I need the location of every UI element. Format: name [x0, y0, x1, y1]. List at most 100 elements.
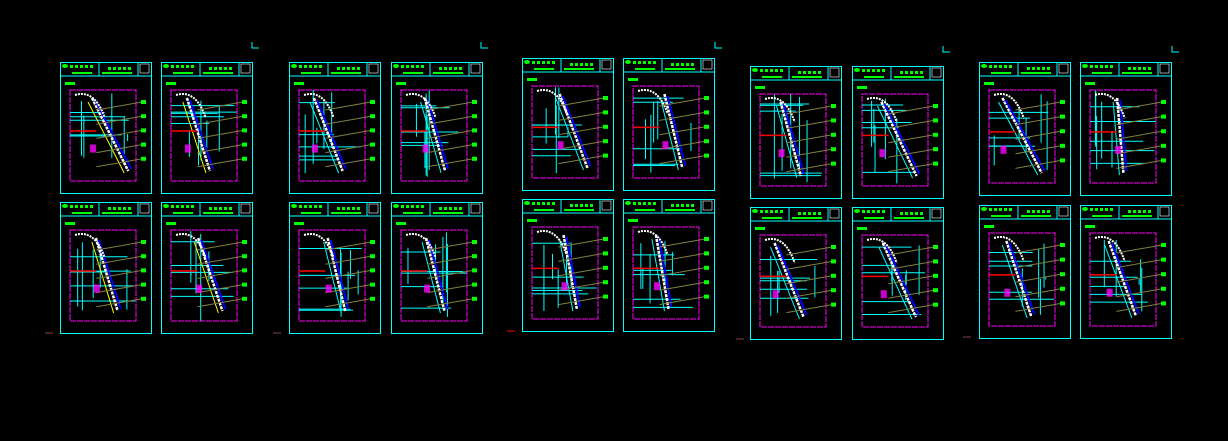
logo-icon — [752, 209, 758, 213]
callout-balloon — [370, 254, 375, 259]
section-detail — [531, 85, 608, 179]
drawing-sheet[interactable] — [391, 202, 483, 334]
callout-balloon — [603, 251, 608, 256]
title-block — [1080, 62, 1171, 77]
callout-balloon — [933, 259, 938, 264]
callout-balloon — [370, 142, 375, 147]
logo-icon — [1082, 64, 1088, 68]
callout-balloon — [704, 110, 709, 115]
sheet-group — [963, 46, 1179, 339]
callout-balloon — [242, 240, 247, 244]
sheet-frame — [522, 199, 614, 332]
callout-balloon — [242, 156, 247, 161]
callout-balloon — [704, 280, 709, 285]
drawing-sheet[interactable] — [979, 62, 1071, 196]
drawing-sheet[interactable] — [60, 202, 152, 334]
logo-icon — [62, 64, 68, 68]
drawing-sheet[interactable] — [161, 202, 253, 334]
logo-icon — [393, 204, 399, 208]
logo-icon — [291, 64, 297, 68]
callout-balloon — [831, 245, 836, 249]
title-block — [289, 62, 380, 77]
callout-balloon — [831, 132, 836, 137]
sheet-label — [166, 222, 176, 225]
logo-icon — [981, 207, 987, 211]
callout-balloon — [1161, 272, 1166, 277]
sheet-label — [984, 225, 994, 228]
callout-balloon — [370, 100, 375, 104]
callout-balloon — [933, 273, 938, 278]
drawing-sheet[interactable] — [522, 58, 614, 191]
callout-balloon — [370, 114, 375, 119]
callout-balloon — [831, 288, 836, 293]
drawing-sheet[interactable] — [623, 199, 715, 332]
callout-balloon — [704, 265, 709, 270]
ucs-corner-mark — [942, 46, 950, 53]
callout-balloon — [603, 237, 608, 241]
sheet-frame — [289, 62, 381, 194]
title-block — [750, 207, 841, 222]
sheet-label — [628, 219, 638, 222]
callout-balloon — [1161, 158, 1166, 163]
callout-balloon — [704, 237, 709, 241]
callout-balloon — [603, 265, 608, 270]
sheet-frame — [623, 199, 715, 332]
callout-balloon — [1060, 272, 1065, 277]
section-detail — [632, 85, 709, 179]
callout-balloon — [370, 282, 375, 287]
title-block — [979, 205, 1070, 220]
title-block — [979, 62, 1070, 77]
drawing-sheet[interactable] — [750, 66, 842, 199]
callout-balloon — [1161, 257, 1166, 262]
drawing-sheet[interactable] — [1080, 62, 1172, 196]
callout-balloon — [831, 161, 836, 166]
drawing-sheet[interactable] — [391, 62, 483, 194]
callout-balloon — [141, 100, 146, 104]
drawing-sheet[interactable] — [852, 66, 944, 199]
callout-balloon — [704, 96, 709, 100]
drawing-sheet[interactable] — [1080, 205, 1172, 339]
drawing-sheet[interactable] — [60, 62, 152, 194]
title-block — [60, 62, 151, 77]
callout-balloon — [141, 254, 146, 259]
sheet-label — [755, 227, 765, 230]
callout-balloon — [933, 161, 938, 166]
callout-balloon — [242, 142, 247, 147]
logo-icon — [524, 201, 530, 205]
sheet-frame — [750, 207, 842, 340]
drawing-sheet[interactable] — [979, 205, 1071, 339]
callout-balloon — [472, 114, 477, 119]
logo-icon — [524, 60, 530, 64]
ucs-corner-mark — [251, 42, 259, 49]
sheet-frame — [1080, 205, 1172, 339]
callout-balloon — [141, 114, 146, 119]
title-block — [391, 202, 482, 217]
drawing-sheet[interactable] — [289, 202, 381, 334]
callout-balloon — [704, 251, 709, 256]
drawing-sheet[interactable] — [852, 207, 944, 340]
callout-balloon — [472, 296, 477, 301]
callout-balloon — [1060, 286, 1065, 291]
callout-balloon — [472, 282, 477, 287]
callout-balloon — [141, 268, 146, 273]
title-block — [522, 199, 613, 214]
drawing-sheet[interactable] — [161, 62, 253, 194]
callout-balloon — [933, 104, 938, 108]
sheet-label — [65, 222, 75, 225]
drawing-sheet[interactable] — [623, 58, 715, 191]
section-detail — [69, 89, 146, 182]
drawing-sheet[interactable] — [522, 199, 614, 332]
sheet-label — [1085, 225, 1095, 228]
callout-balloon — [141, 282, 146, 287]
callout-balloon — [370, 296, 375, 301]
drawing-sheet[interactable] — [289, 62, 381, 194]
logo-icon — [163, 64, 169, 68]
section-detail — [632, 226, 709, 320]
callout-balloon — [370, 240, 375, 244]
drawing-sheet[interactable] — [750, 207, 842, 340]
sheet-label — [294, 82, 304, 85]
callout-balloon — [472, 240, 477, 244]
callout-balloon — [1060, 158, 1065, 163]
section-detail — [988, 89, 1065, 184]
